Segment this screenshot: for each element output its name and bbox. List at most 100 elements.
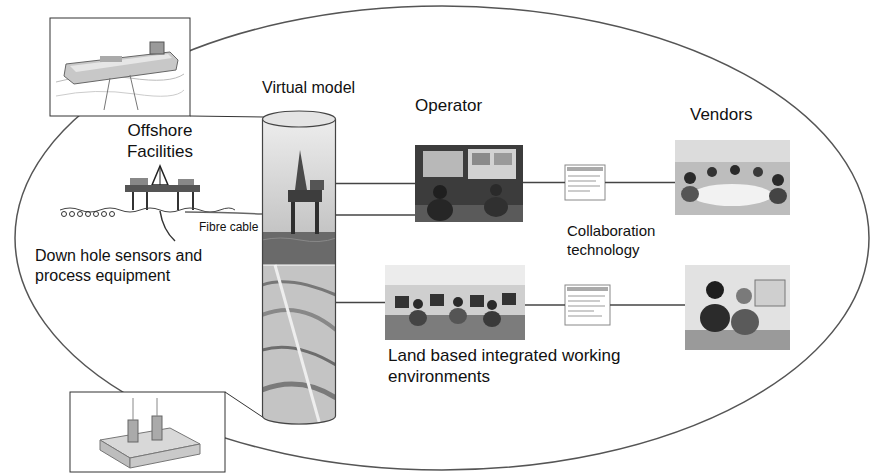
- virtual-model-photos: [262, 384, 336, 398]
- collaboration-screenshot: [568, 191, 590, 192]
- vendors-meeting-photo: [772, 174, 784, 186]
- vendors-desk-photo: [736, 288, 752, 304]
- cable-label: Fibre cable: [197, 220, 260, 235]
- land-based-room-photo: [487, 300, 497, 310]
- rig-drawing: [160, 166, 161, 185]
- connector-line: [525, 304, 565, 306]
- collaboration-screenshot: [568, 311, 594, 312]
- virtual-model-photos: [262, 282, 336, 295]
- land-based-photo: Land based integrated working environmen…: [385, 265, 525, 340]
- vendors-meeting-photo: [681, 186, 699, 202]
- fpso-ship-inset: [70, 54, 172, 72]
- rig-drawing: [146, 192, 148, 210]
- vendors-meeting-photo: [675, 140, 790, 215]
- collaboration-screenshot: [568, 181, 596, 182]
- collaboration-screenshot: [565, 165, 605, 200]
- rig-drawing: [86, 212, 91, 217]
- cylinder-top: [263, 111, 336, 127]
- land-based-room-photo: [430, 294, 444, 306]
- rig-drawing: [110, 212, 115, 217]
- collaboration-screenshot: [565, 285, 610, 325]
- fpso-ship-inset: [64, 52, 178, 84]
- connector-line: [336, 183, 415, 185]
- vendors-meeting-photo: [675, 140, 790, 162]
- land-based-room-photo: [395, 296, 409, 308]
- land-based-room-photo: [453, 297, 463, 307]
- virtual-model-photos: [295, 150, 307, 190]
- vendors-meeting-photo: [769, 188, 787, 204]
- land-based-room-photo: [385, 265, 525, 340]
- operator-room-photo: [468, 149, 516, 179]
- virtual-model-photos: [310, 180, 324, 190]
- connector-line: [610, 304, 685, 306]
- land-based-room-photo: [483, 311, 501, 327]
- rig-drawing: [132, 192, 134, 210]
- operator-room-photo: [433, 185, 447, 199]
- subsea-template-inset: [157, 398, 158, 416]
- subsea-template-inset: [70, 392, 225, 472]
- subsea-template-inset: [130, 444, 200, 468]
- operator-room-photo: [484, 197, 508, 217]
- fpso-ship-inset: [50, 18, 190, 116]
- collaboration-screenshot: [567, 167, 603, 171]
- vendors-meeting-photo: [730, 165, 740, 175]
- fibre-cable-line: [185, 212, 262, 214]
- rig-drawing: [78, 212, 83, 217]
- subsea-template-inset: [128, 420, 138, 442]
- collaboration-screenshot: [568, 301, 600, 302]
- collaboration-screenshot: [568, 186, 600, 187]
- cylinder-outline: [262, 110, 336, 425]
- virtual-model-photos: [288, 190, 322, 202]
- rig-drawing: [152, 166, 168, 185]
- vendors-meeting-photo: [692, 184, 772, 206]
- node-heading: Virtual model: [262, 78, 336, 98]
- collaboration-screenshot: [565, 285, 610, 325]
- operator-room-photo: [415, 145, 523, 222]
- node-heading: Operator: [415, 95, 523, 116]
- cylinder-outline: [263, 119, 336, 424]
- vendors-meeting-photo: [675, 140, 790, 215]
- virtual-model-photos: [291, 202, 295, 234]
- land-based-room-photo: [470, 295, 484, 307]
- rig-drawing: [70, 212, 75, 217]
- node-heading: Vendors: [690, 104, 805, 125]
- collaboration-screen: Collaboration technology: [565, 165, 605, 200]
- vendors-desk-photo: [685, 265, 790, 350]
- vendors-desk-photo: [755, 280, 785, 306]
- operator-room-photo: [490, 184, 502, 196]
- vendors-meeting-photo: [684, 172, 696, 184]
- operator-room-photo: [415, 145, 523, 222]
- operator-room-photo: [472, 153, 490, 165]
- vendors-desk-photo: [731, 309, 759, 335]
- collaboration-screenshot: [568, 296, 605, 297]
- fpso-ship-inset: [130, 75, 138, 110]
- connector-line: [336, 302, 385, 304]
- land-based-room-photo: [502, 293, 516, 305]
- operator-photo: Operator: [415, 145, 523, 222]
- cable-label: Fibre cable: [197, 220, 260, 235]
- collaboration-screenshot: [567, 287, 608, 291]
- leader-line: [190, 116, 264, 117]
- rig-drawing: [160, 211, 175, 241]
- land-based-room-photo: [385, 265, 525, 285]
- virtual-model-photos: [262, 110, 336, 425]
- virtual-model-photos: [262, 232, 336, 265]
- fpso-ship-inset: [56, 90, 184, 96]
- subsea-template-inset: [70, 392, 225, 472]
- virtual-model-photos: [262, 110, 336, 265]
- collaboration-screenshot: [568, 176, 600, 177]
- operator-room-photo: [427, 199, 453, 221]
- rig-drawing: [192, 192, 194, 210]
- vendors-desk-photo: [685, 265, 790, 350]
- offshore-label: Offshore Facilities: [110, 120, 210, 163]
- collaboration-screenshot: [568, 306, 605, 307]
- land-based-room-photo: [409, 310, 427, 326]
- vendors-meeting-photo: [707, 167, 717, 177]
- vendors-desk-photo: [685, 330, 790, 350]
- operator-room-photo: [494, 153, 512, 165]
- collaboration-screenshot: [568, 316, 602, 317]
- virtual-model-photos: [275, 265, 320, 425]
